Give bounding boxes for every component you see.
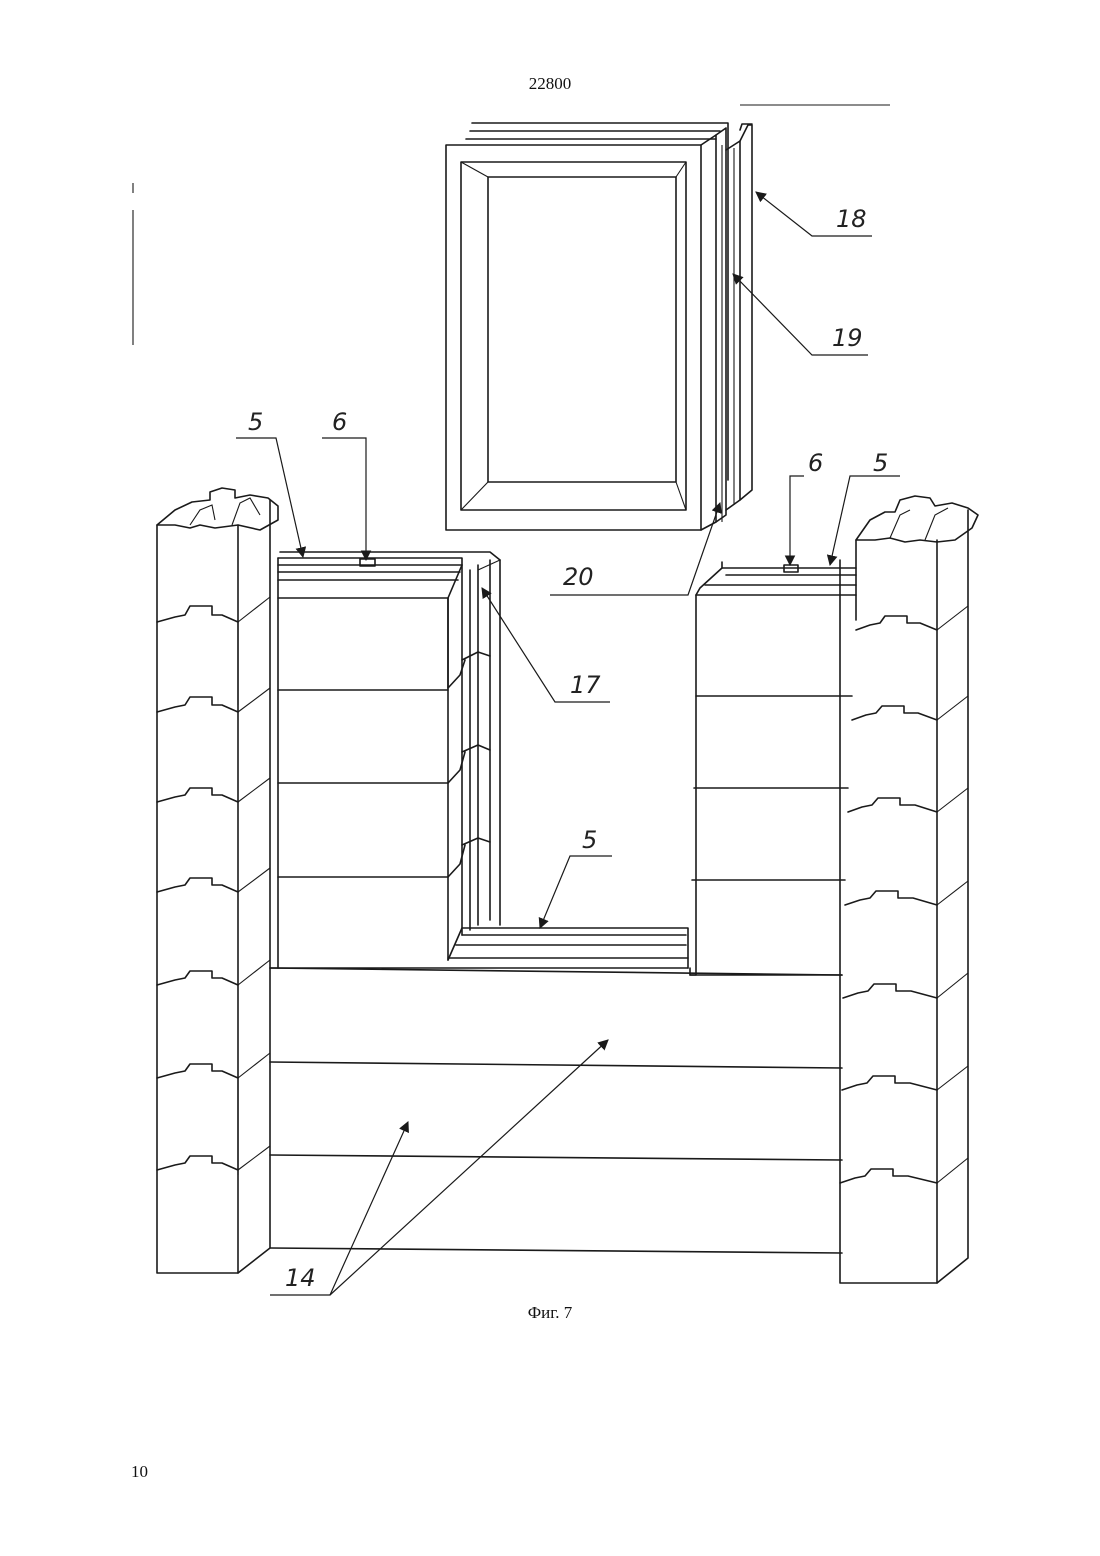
- ref-label-6-right: 6: [808, 449, 823, 477]
- left-wall-block: [270, 552, 688, 968]
- figure-caption: Фиг. 7: [0, 1303, 1100, 1323]
- ref-label-20: 20: [563, 563, 594, 591]
- ref-label-5-bottom: 5: [582, 826, 597, 854]
- scan-margin-marks: [133, 105, 890, 345]
- ref-label-6-left: 6: [332, 408, 347, 436]
- reference-leaders: [236, 192, 900, 1295]
- ref-label-5-left: 5: [248, 408, 263, 436]
- left-corner-post: [157, 488, 278, 1273]
- right-corner-post: [840, 496, 978, 1283]
- ref-label-5-right: 5: [873, 449, 888, 477]
- ref-label-14: 14: [285, 1264, 316, 1292]
- ref-label-19: 19: [832, 324, 863, 352]
- ref-label-17: 17: [570, 671, 601, 699]
- right-wall-block: [690, 562, 856, 975]
- window-frame: [446, 123, 752, 530]
- page-number: 10: [131, 1462, 148, 1482]
- reference-labels: 18 19 5 6 6 5 20 17 5 14: [248, 205, 888, 1292]
- ref-label-18: 18: [836, 205, 867, 233]
- base-wall: [270, 968, 842, 1253]
